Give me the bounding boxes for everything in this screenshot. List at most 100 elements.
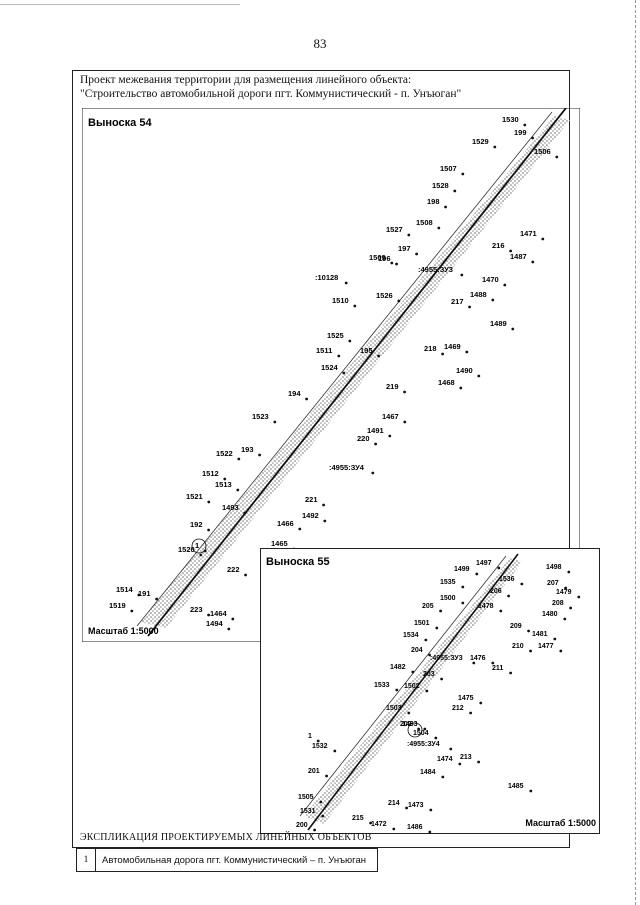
callout54-point-marker bbox=[348, 339, 352, 343]
callout54-point-label: 1471 bbox=[520, 229, 537, 238]
callout54-point-marker bbox=[388, 434, 392, 438]
inset55-point-label: 203 bbox=[423, 671, 435, 678]
callout54-point-marker bbox=[207, 613, 210, 617]
scan-edge-line bbox=[635, 0, 640, 905]
inset55-point-label: 1531 bbox=[300, 808, 316, 815]
inset55-point-marker bbox=[435, 626, 439, 630]
callout54-point-label: 1488 bbox=[470, 290, 487, 299]
inset55-point-marker bbox=[395, 688, 399, 692]
road-centerline bbox=[307, 553, 519, 831]
object-number-circle bbox=[407, 722, 423, 738]
callout54-point-marker bbox=[244, 573, 248, 577]
explication-row-name: Автомобильная дорога пгт. Коммунистическ… bbox=[102, 854, 366, 866]
inset55-point-marker bbox=[434, 736, 438, 740]
callout54-point-marker bbox=[199, 553, 203, 557]
inset55-point-marker bbox=[424, 638, 428, 642]
callout54-point-label: 1521 bbox=[186, 492, 203, 501]
callout54-point-marker bbox=[390, 261, 394, 265]
callout54-point-label: 1489 bbox=[490, 319, 507, 328]
inset55-point-marker bbox=[333, 749, 337, 753]
callout54-point-marker bbox=[203, 549, 207, 553]
inset55-point-label: 1479 bbox=[556, 589, 572, 596]
callout54-point-marker bbox=[371, 471, 375, 475]
road-centerline bbox=[147, 108, 567, 637]
inset55-point-marker bbox=[520, 582, 524, 586]
callout-54-title: Выноска 54 bbox=[88, 117, 152, 129]
callout54-point-label: 1512 bbox=[202, 469, 219, 478]
callout54-point-label: 1511 bbox=[316, 346, 332, 355]
callout54-point-label: 196 bbox=[378, 254, 391, 263]
callout54-point-label: 219 bbox=[386, 382, 399, 391]
explication-table: 1 Автомобильная дорога пгт. Коммунистиче… bbox=[76, 848, 378, 872]
inset55-point-marker bbox=[472, 661, 476, 665]
callout54-point-marker bbox=[237, 457, 241, 461]
callout-54-scale: Масштаб 1:5000 bbox=[88, 626, 159, 636]
inset55-point-marker bbox=[479, 701, 483, 705]
inset55-point-label: 205 bbox=[422, 603, 434, 610]
callout54-point-label: 199 bbox=[514, 128, 527, 137]
inset55-point-marker bbox=[569, 606, 572, 610]
inset55-point-label: 213 bbox=[460, 754, 472, 761]
callout54-point-label: 1468 bbox=[438, 378, 455, 387]
callout54-point-marker bbox=[437, 226, 441, 230]
inset55-point-label: 1477 bbox=[538, 643, 554, 650]
callout54-point-marker bbox=[407, 233, 411, 237]
callout54-point-marker bbox=[207, 500, 211, 504]
inset55-point-label: 200 bbox=[296, 822, 308, 829]
inset55-point-marker bbox=[405, 806, 408, 810]
callout54-point-label: 218 bbox=[424, 344, 437, 353]
callout54-point-marker bbox=[415, 252, 418, 256]
callout54-point-label: 193 bbox=[241, 445, 254, 454]
inset55-point-label: 1482 bbox=[390, 664, 406, 671]
callout54-point-label: 197 bbox=[398, 244, 411, 253]
inset-55-title: Выноска 55 bbox=[266, 556, 330, 568]
callout54-point-marker bbox=[444, 205, 447, 209]
callout54-point-label: 1523 bbox=[252, 412, 269, 421]
callout54-point-label: 1466 bbox=[277, 519, 294, 528]
callout54-point-label: 1506 bbox=[534, 147, 551, 156]
inset55-point-marker bbox=[392, 827, 396, 831]
callout54-point-marker bbox=[461, 172, 465, 176]
callout54-point-marker bbox=[377, 354, 380, 358]
callout54-point-marker bbox=[531, 136, 534, 140]
inset55-point-marker bbox=[417, 727, 420, 731]
explication-title: ЭКСПЛИКАЦИЯ ПРОЕКТИРУЕМЫХ ЛИНЕЙНЫХ ОБЪЕК… bbox=[80, 832, 372, 843]
callout54-point-label: 222 bbox=[227, 565, 240, 574]
inset55-point-marker bbox=[529, 649, 532, 653]
callout54-point-marker bbox=[395, 262, 398, 266]
callout54-point-marker bbox=[491, 298, 495, 302]
callout54-point-label: 195 bbox=[360, 346, 373, 355]
inset55-point-marker bbox=[507, 594, 510, 598]
inset55-point-label: 209 bbox=[510, 623, 522, 630]
callout54-point-label: 1524 bbox=[321, 363, 339, 372]
callout54-point-label: 1510 bbox=[332, 296, 349, 305]
callout54-point-marker bbox=[460, 273, 464, 277]
callout54-point-marker bbox=[403, 420, 407, 424]
inset55-point-marker bbox=[509, 671, 512, 675]
callout54-point-label: 1507 bbox=[440, 164, 457, 173]
inset55-point-marker bbox=[429, 808, 433, 812]
callout54-point-label: 1465 bbox=[271, 539, 288, 548]
inset55-point-label: 1476 bbox=[470, 655, 486, 662]
inset55-point-marker bbox=[411, 670, 415, 674]
callout54-point-label: 1470 bbox=[482, 275, 499, 284]
inset55-point-label: 1532 bbox=[312, 743, 328, 750]
callout54-point-marker bbox=[305, 397, 308, 401]
right-of-way-strip bbox=[140, 116, 570, 628]
callout54-point-marker bbox=[337, 354, 341, 358]
inset55-point-label: 1502 bbox=[404, 683, 420, 690]
inset55-point-label: :4955:ЗУ4 bbox=[407, 741, 440, 748]
callout54-point-marker bbox=[468, 305, 471, 309]
inset55-point-marker bbox=[319, 800, 323, 804]
scan-edge-line bbox=[0, 4, 240, 5]
callout54-point-label: 1464 bbox=[210, 609, 228, 618]
inset55-point-label: 1 bbox=[308, 733, 312, 740]
callout54-point-marker bbox=[227, 627, 231, 631]
inset55-point-label: 1474 bbox=[437, 756, 453, 763]
callout54-point-label: :4955:ЗУ3 bbox=[418, 265, 453, 274]
callout54-point-marker bbox=[322, 503, 325, 507]
callout54-point-label: 1467 bbox=[382, 412, 399, 421]
inset55-point-label: 204 bbox=[411, 647, 423, 654]
callout54-point-label: 1490 bbox=[456, 366, 473, 375]
